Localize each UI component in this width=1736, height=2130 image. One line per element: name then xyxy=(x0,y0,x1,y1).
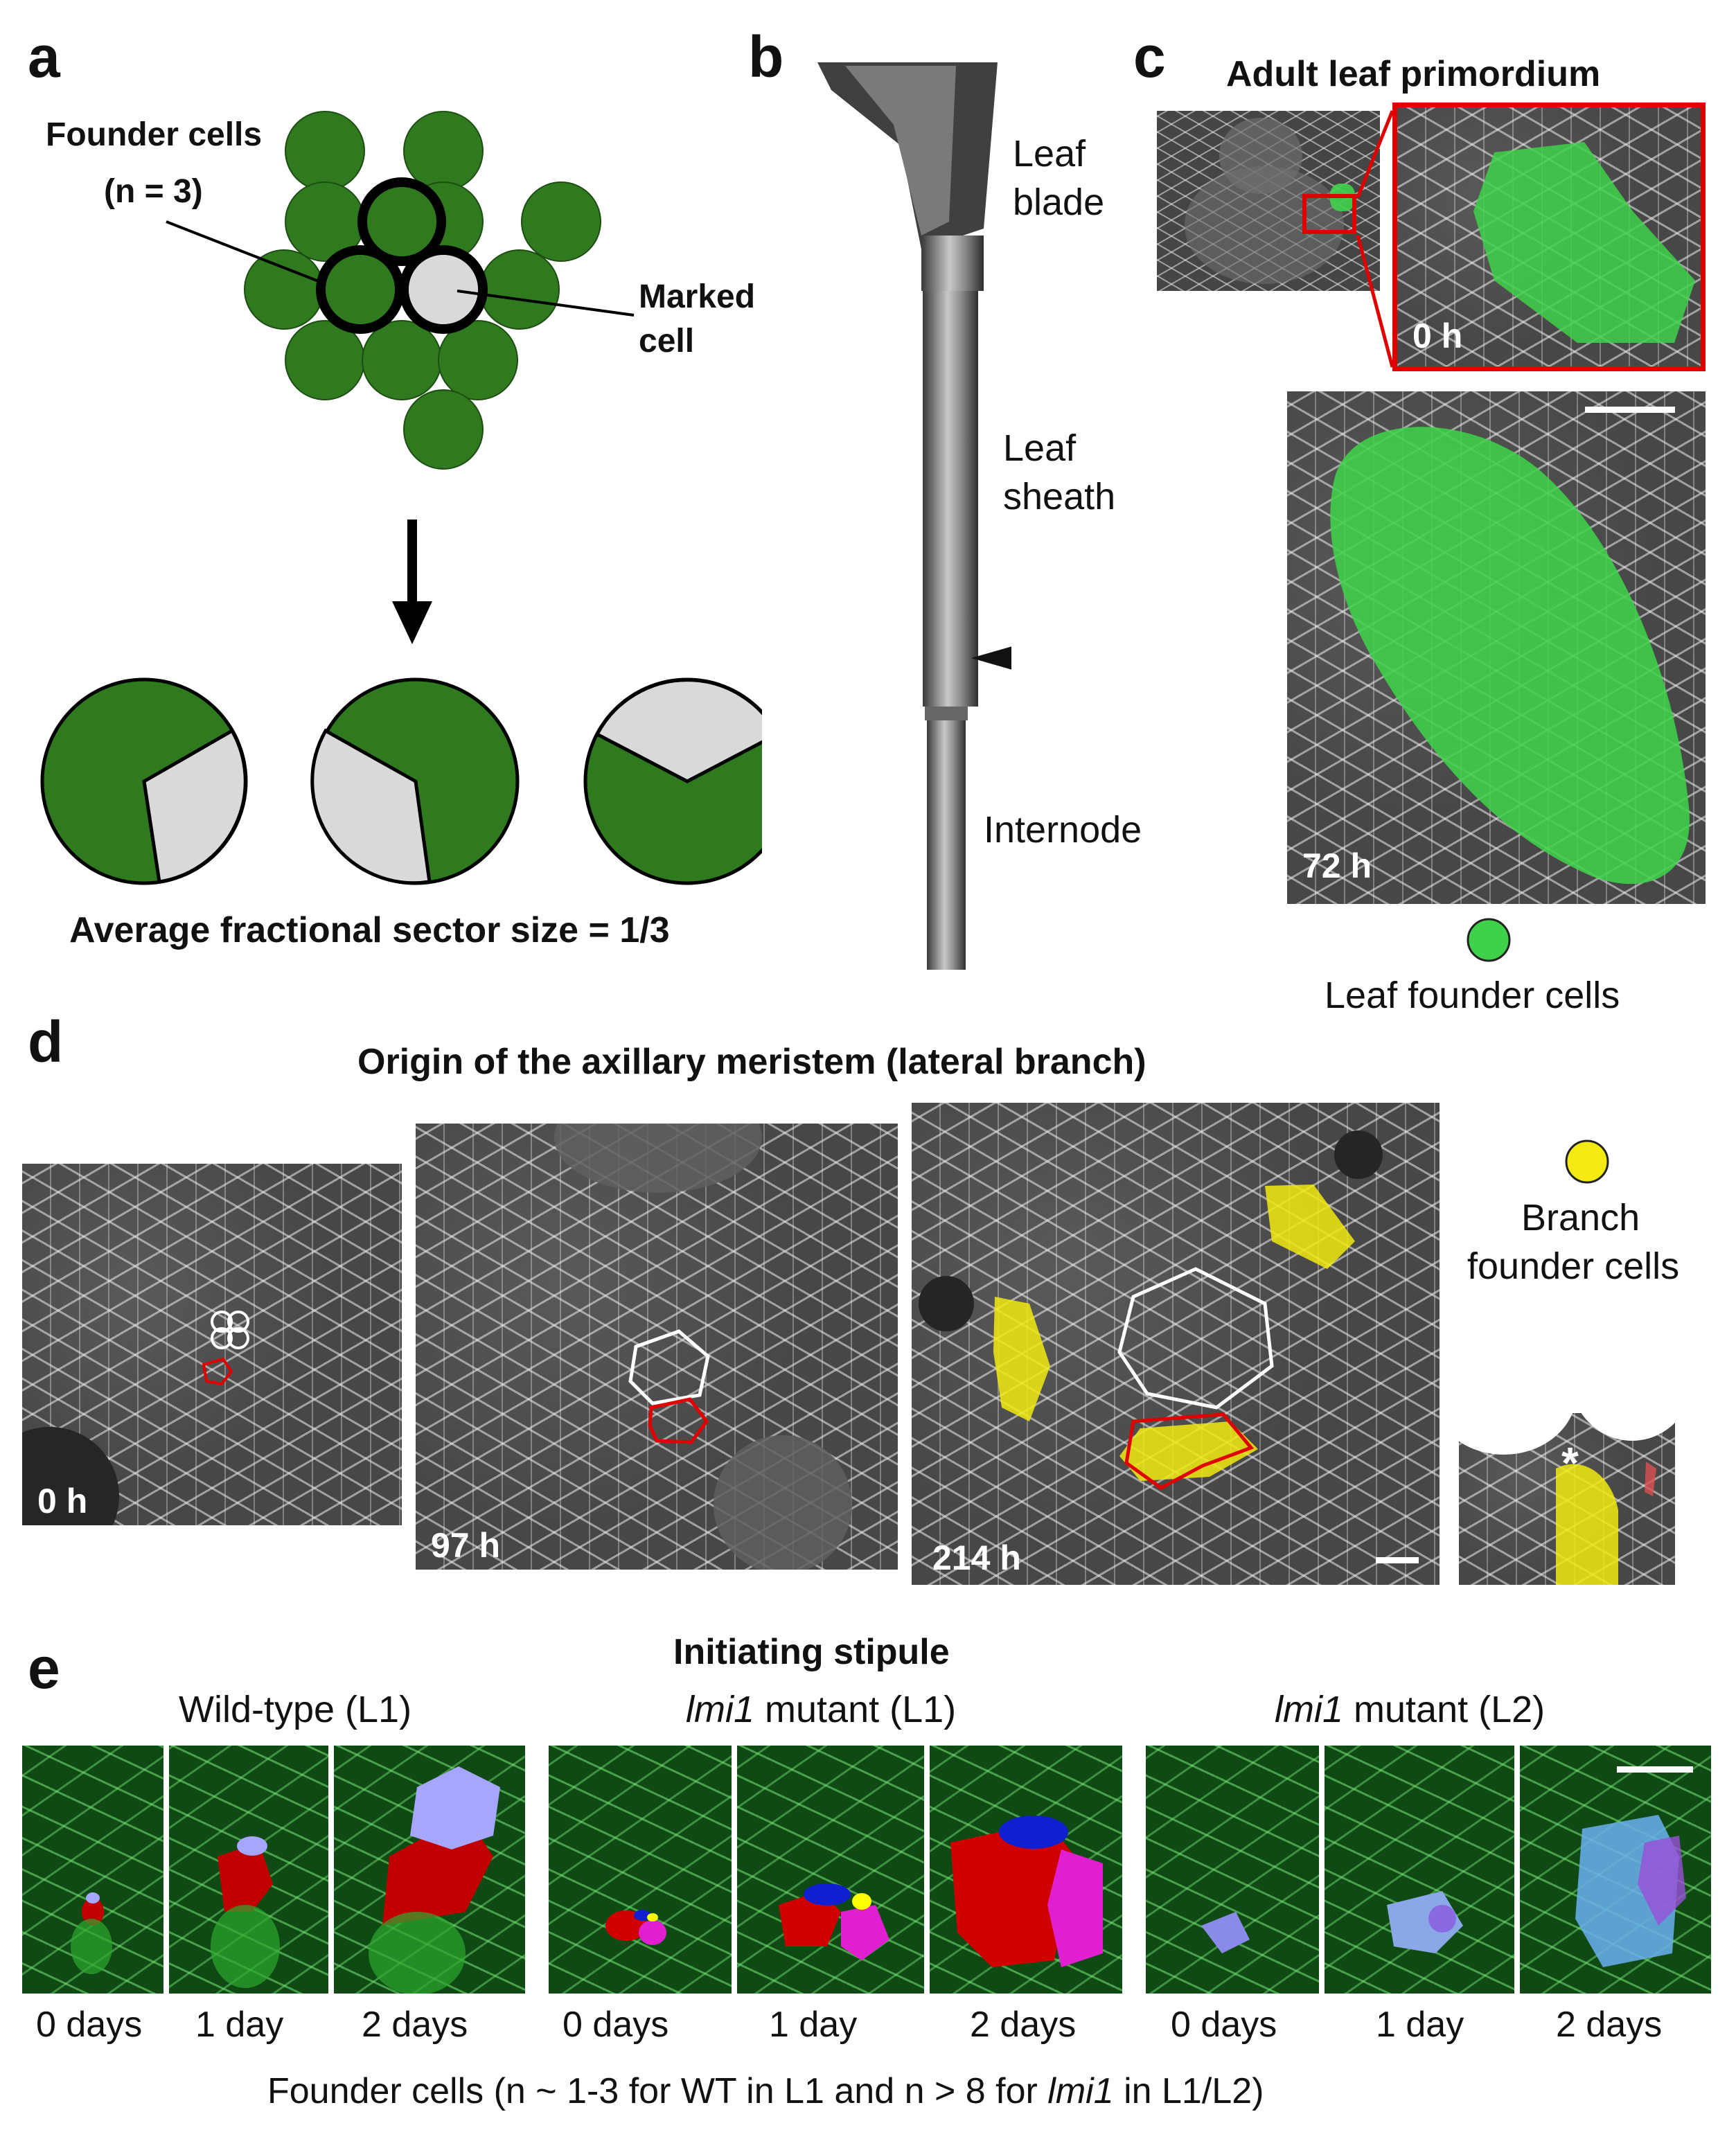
scale-bar-d xyxy=(1376,1557,1419,1563)
scale-bar-e xyxy=(1617,1766,1693,1773)
stipule-lmi1-l1-1day-image xyxy=(737,1746,924,1994)
time-label-d-97h: 97 h xyxy=(431,1526,501,1565)
time-label-72h: 72 h xyxy=(1302,846,1372,885)
sector-circle-2 xyxy=(310,677,520,885)
day-label: 0 days xyxy=(1171,2005,1277,2045)
panel-e-label: e xyxy=(28,1635,60,1701)
stem-photo xyxy=(817,62,1015,970)
panel-b-label: b xyxy=(748,24,784,89)
leaf-primordium-72h-image: 72 h xyxy=(1287,391,1706,904)
panel-e-title: Initiating stipule xyxy=(673,1632,950,1672)
stipule-wt-1day-image xyxy=(169,1746,328,1994)
group-title-wildtype: Wild-type (L1) xyxy=(179,1689,412,1730)
founder-cells-count: (n = 3) xyxy=(104,173,203,210)
branch-founder-legend-label-2: founder cells xyxy=(1467,1245,1680,1287)
branch-founder-legend-label-1: Branch xyxy=(1521,1197,1640,1239)
founder-pointer-line xyxy=(166,220,326,285)
stipule-wt-0days-image xyxy=(22,1746,163,1994)
leaf-founder-legend-label: Leaf founder cells xyxy=(1325,975,1620,1016)
day-label: 2 days xyxy=(1556,2005,1663,2045)
scale-bar-c xyxy=(1585,407,1675,413)
leaf-founder-legend-dot xyxy=(1467,918,1511,962)
panel-e-caption: Founder cells (n ~ 1-3 for WT in L1 and … xyxy=(267,2071,1264,2111)
sector-circle-1 xyxy=(40,677,248,885)
time-label-d-214h: 214 h xyxy=(932,1538,1021,1577)
zoomed-primordium-image: 0 h xyxy=(1392,103,1706,371)
panel-c-label: c xyxy=(1133,24,1166,89)
meristem-0h-image: 0 h xyxy=(22,1164,402,1525)
day-label: 1 day xyxy=(195,2005,284,2045)
zoom-connector-lines xyxy=(1356,110,1394,368)
stipule-lmi1-l2-2days-image xyxy=(1520,1746,1711,1994)
meristem-214h-image: 214 h xyxy=(912,1103,1440,1585)
leaf-blade-label-2: blade xyxy=(1013,181,1105,223)
panel-d-title: Origin of the axillary meristem (lateral… xyxy=(357,1042,1146,1082)
founder-cells-group xyxy=(316,177,488,334)
asterisk-marker: * xyxy=(1561,1438,1579,1488)
time-label-d-0h: 0 h xyxy=(37,1482,88,1520)
branch-founder-legend-dot xyxy=(1565,1139,1609,1184)
founder-cells-label: Founder cells xyxy=(46,116,263,153)
stem-drawing xyxy=(817,62,1015,970)
day-label: 2 days xyxy=(362,2005,468,2045)
zoom-box-small xyxy=(1302,194,1356,234)
time-label-0h: 0 h xyxy=(1412,317,1463,355)
day-label: 0 days xyxy=(563,2005,669,2045)
day-label: 1 day xyxy=(1376,2005,1464,2045)
panel-a-label: a xyxy=(28,24,60,89)
day-label: 2 days xyxy=(970,2005,1077,2045)
stipule-wt-2days-image xyxy=(334,1746,525,1994)
group-title-lmi1-l2: lmi1 mutant (L2) xyxy=(1275,1689,1545,1730)
marked-cell-label-1: Marked xyxy=(639,278,756,315)
internode-label: Internode xyxy=(984,809,1142,851)
leaf-sheath-label-2: sheath xyxy=(1003,476,1116,517)
meristem-97h-image: 97 h xyxy=(416,1124,898,1570)
overview-primordium-image xyxy=(1157,111,1380,291)
day-label: 0 days xyxy=(36,2005,143,2045)
down-arrow xyxy=(392,520,432,644)
sector-circle-3 xyxy=(583,677,762,885)
group-title-lmi1-l1: lmi1 mutant (L1) xyxy=(686,1689,957,1730)
stipule-lmi1-l2-0days-image xyxy=(1146,1746,1319,1994)
stipule-lmi1-l2-1day-image xyxy=(1325,1746,1514,1994)
panel-d-label: d xyxy=(28,1009,64,1074)
average-sector-size: Average fractional sector size = 1/3 xyxy=(69,910,670,950)
day-label: 1 day xyxy=(769,2005,858,2045)
marked-pointer-line xyxy=(457,290,635,317)
leaf-blade-label-1: Leaf xyxy=(1013,133,1086,175)
panel-c-title: Adult leaf primordium xyxy=(1226,54,1601,94)
stipule-lmi1-l1-0days-image xyxy=(549,1746,732,1994)
cell-cluster-diagram xyxy=(40,111,762,885)
leaf-sheath-label-1: Leaf xyxy=(1003,427,1077,469)
node-arrowhead xyxy=(971,646,1015,671)
marked-cell-label-2: cell xyxy=(639,323,695,360)
axillary-bud-side-view-image: * xyxy=(1459,1413,1675,1585)
stipule-lmi1-l1-2days-image xyxy=(930,1746,1122,1994)
